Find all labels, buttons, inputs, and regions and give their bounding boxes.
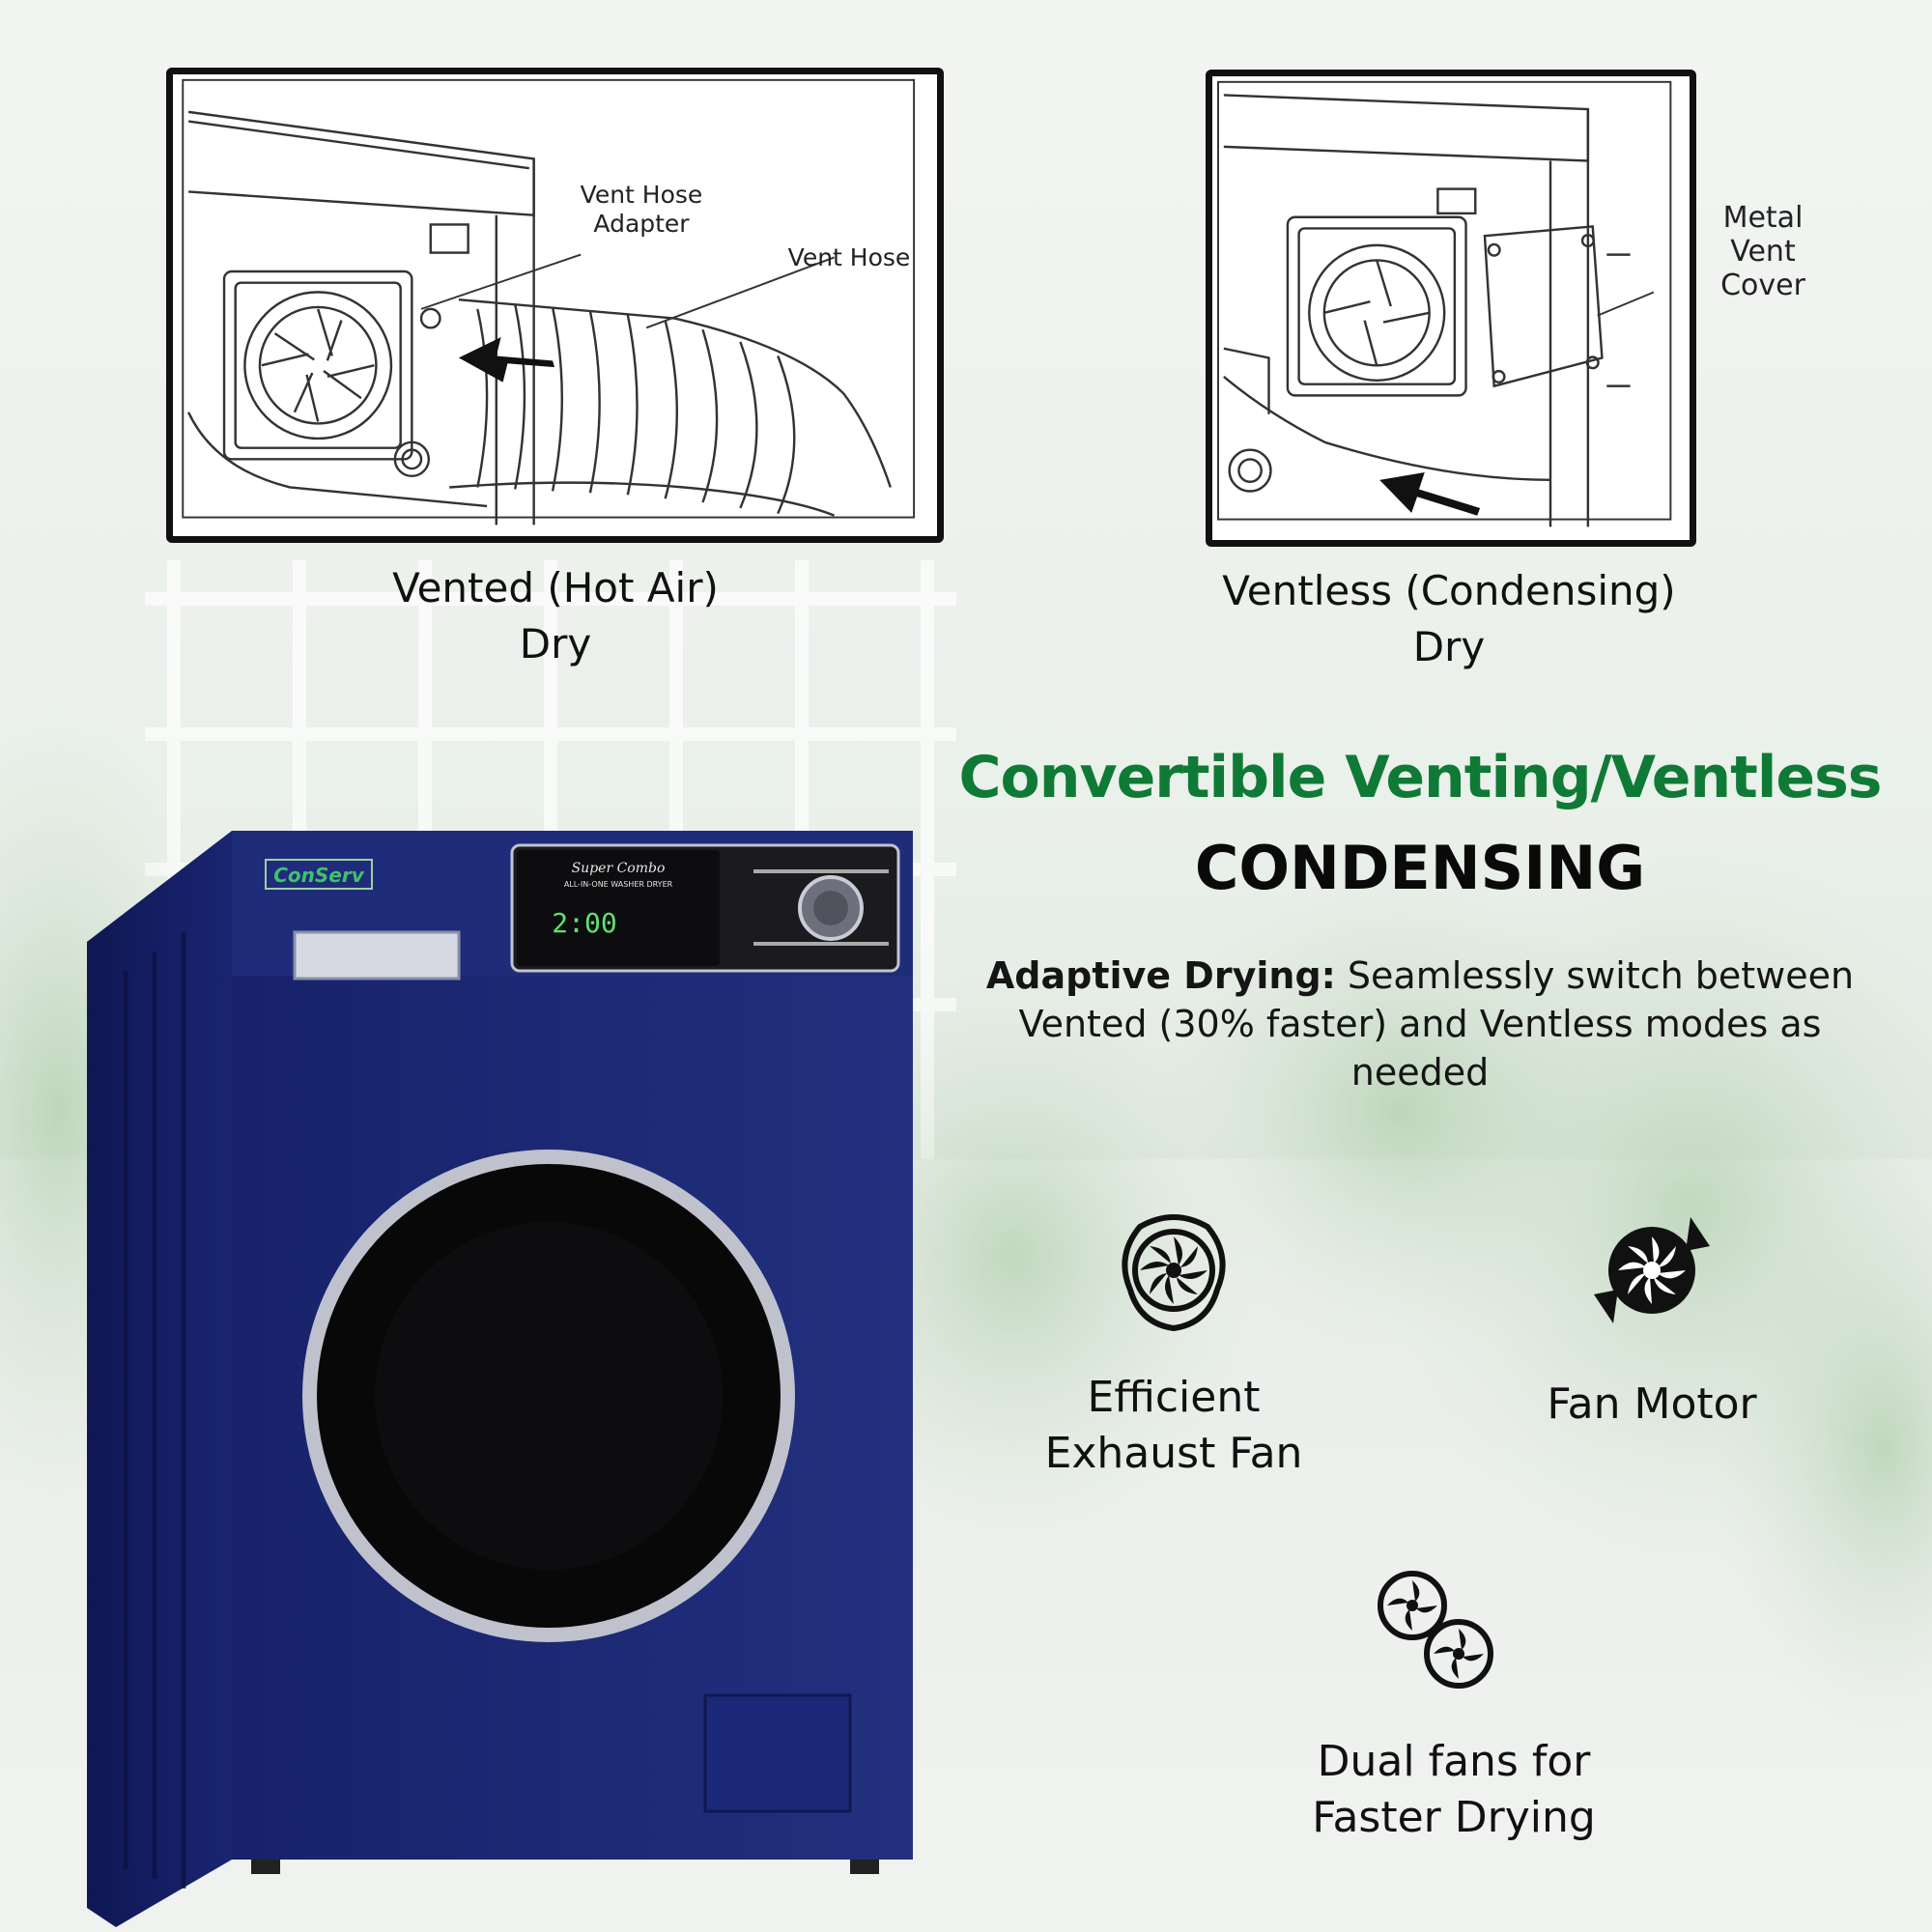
washer-dryer-unit: ConServ Super Combo ALL-IN-ONE WASHER DR… <box>87 831 913 1927</box>
vented-diagram <box>182 78 916 526</box>
feature-fan-motor-label: Fan Motor <box>1547 1379 1757 1429</box>
time-display: 2:00 <box>552 907 616 939</box>
fan-motor-icon <box>1594 1217 1710 1323</box>
headline-convertible: Convertible Venting/Ventless <box>958 744 1882 811</box>
description-body: Seamlessly switch between Vented (30% fa… <box>1018 954 1855 1094</box>
ventless-diagram-panel <box>1206 70 1696 547</box>
ventless-diagram <box>1217 80 1672 527</box>
vent-hose-adapter-label: Vent Hose Adapter <box>580 181 703 238</box>
vented-diagram-panel: Vent Hose Adapter Vent Hose <box>166 68 944 543</box>
feature-dual-fans-label: Dual fans for Faster Drying <box>1312 1737 1596 1842</box>
headline-condensing: CONDENSING <box>1194 833 1646 903</box>
panel-title: Super Combo <box>572 861 666 876</box>
description-lead: Adaptive Drying: <box>985 954 1336 997</box>
feature-exhaust-fan-label: Efficient Exhaust Fan <box>1044 1373 1303 1478</box>
vented-caption: Vented (Hot Air) Dry <box>392 564 719 668</box>
metal-vent-cover-label: Metal Vent Cover <box>1720 201 1805 302</box>
dual-fans-icon <box>1378 1571 1493 1689</box>
exhaust-fan-icon <box>1122 1214 1226 1332</box>
ventless-caption: Ventless (Condensing) Dry <box>1222 567 1676 670</box>
panel-subtitle: ALL-IN-ONE WASHER DRYER <box>564 880 673 889</box>
brand-logo: ConServ <box>273 864 364 887</box>
adaptive-drying-description: Adaptive Drying: Seamlessly switch betwe… <box>966 952 1874 1096</box>
vent-hose-label: Vent Hose <box>787 243 911 271</box>
